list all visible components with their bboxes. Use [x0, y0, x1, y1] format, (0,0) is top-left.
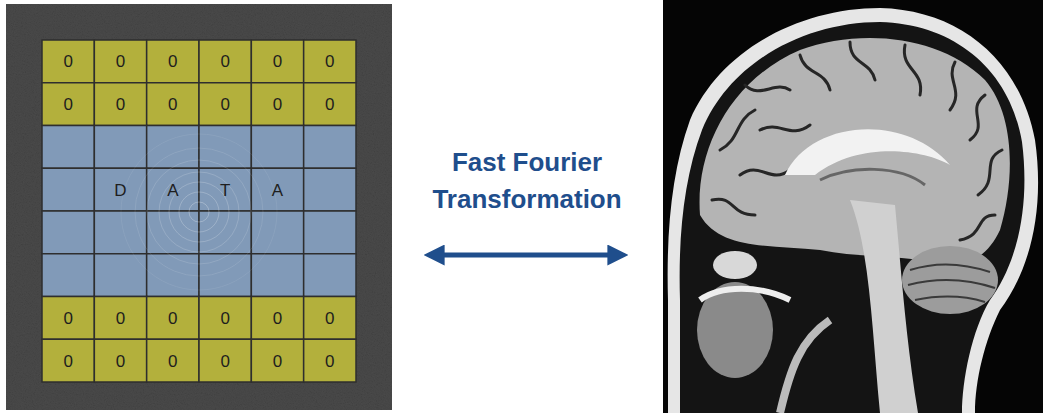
- zero-value: 0: [220, 309, 229, 326]
- zero-value: 0: [273, 96, 282, 113]
- zero-cell: [147, 83, 199, 126]
- data-cell: [42, 254, 94, 297]
- data-letter: D: [114, 181, 126, 198]
- data-letter: A: [272, 181, 283, 198]
- data-cell: [251, 254, 303, 297]
- zero-value: 0: [325, 352, 334, 369]
- zero-cell: [251, 40, 303, 83]
- data-cell: [42, 168, 94, 211]
- data-cell: [304, 254, 356, 297]
- zero-cell: [251, 297, 303, 340]
- zero-cell: [199, 297, 251, 340]
- zero-value: 0: [168, 53, 177, 70]
- data-cell: [304, 211, 356, 254]
- zero-cell: [42, 297, 94, 340]
- data-cell: [94, 254, 146, 297]
- mri-brain-image: [663, 0, 1043, 413]
- data-letter: A: [167, 181, 178, 198]
- zero-value: 0: [116, 352, 125, 369]
- zero-value: 0: [116, 53, 125, 70]
- zero-value: 0: [273, 309, 282, 326]
- zero-value: 0: [325, 53, 334, 70]
- zero-cell: [199, 339, 251, 382]
- double-arrow: [432, 253, 620, 258]
- zero-cell: [304, 40, 356, 83]
- zero-cell: [42, 339, 94, 382]
- zero-cell: [304, 339, 356, 382]
- zero-cell: [94, 297, 146, 340]
- zero-value: 0: [63, 96, 72, 113]
- zero-value: 0: [325, 309, 334, 326]
- zero-cell: [94, 83, 146, 126]
- zero-value: 0: [116, 96, 125, 113]
- data-cell: [42, 126, 94, 169]
- data-cell: [304, 126, 356, 169]
- zero-value: 0: [116, 309, 125, 326]
- zero-value: 0: [220, 96, 229, 113]
- zero-cell: [94, 339, 146, 382]
- data-cell: [199, 168, 251, 211]
- zero-cell: [147, 339, 199, 382]
- kspace-ground: [6, 4, 392, 410]
- data-cell: [199, 126, 251, 169]
- zero-cell: [251, 339, 303, 382]
- zero-value: 0: [273, 352, 282, 369]
- zero-cell: [147, 40, 199, 83]
- kspace-grid: [42, 40, 356, 382]
- transform-caption: Fast Fourier Transformation: [409, 144, 645, 218]
- zero-value: 0: [168, 309, 177, 326]
- data-cell: [304, 168, 356, 211]
- zero-cell: [147, 297, 199, 340]
- data-cell: [147, 126, 199, 169]
- zero-cell: [304, 83, 356, 126]
- data-cell: [42, 211, 94, 254]
- zero-value: 0: [273, 53, 282, 70]
- zero-value: 0: [325, 96, 334, 113]
- zero-value: 0: [168, 96, 177, 113]
- data-letter: T: [220, 181, 230, 198]
- kspace-rings: [121, 134, 277, 290]
- zero-cell: [42, 40, 94, 83]
- zero-value: 0: [168, 352, 177, 369]
- zero-value: 0: [63, 352, 72, 369]
- zero-cell: [199, 40, 251, 83]
- zero-cell: [199, 83, 251, 126]
- zero-cell: [304, 297, 356, 340]
- zero-cell: [251, 83, 303, 126]
- zero-cell: [42, 83, 94, 126]
- zero-value: 0: [220, 53, 229, 70]
- zero-value: 0: [63, 309, 72, 326]
- zero-value: 0: [63, 53, 72, 70]
- zero-cell: [94, 40, 146, 83]
- data-cell: [147, 168, 199, 211]
- zero-value: 0: [220, 352, 229, 369]
